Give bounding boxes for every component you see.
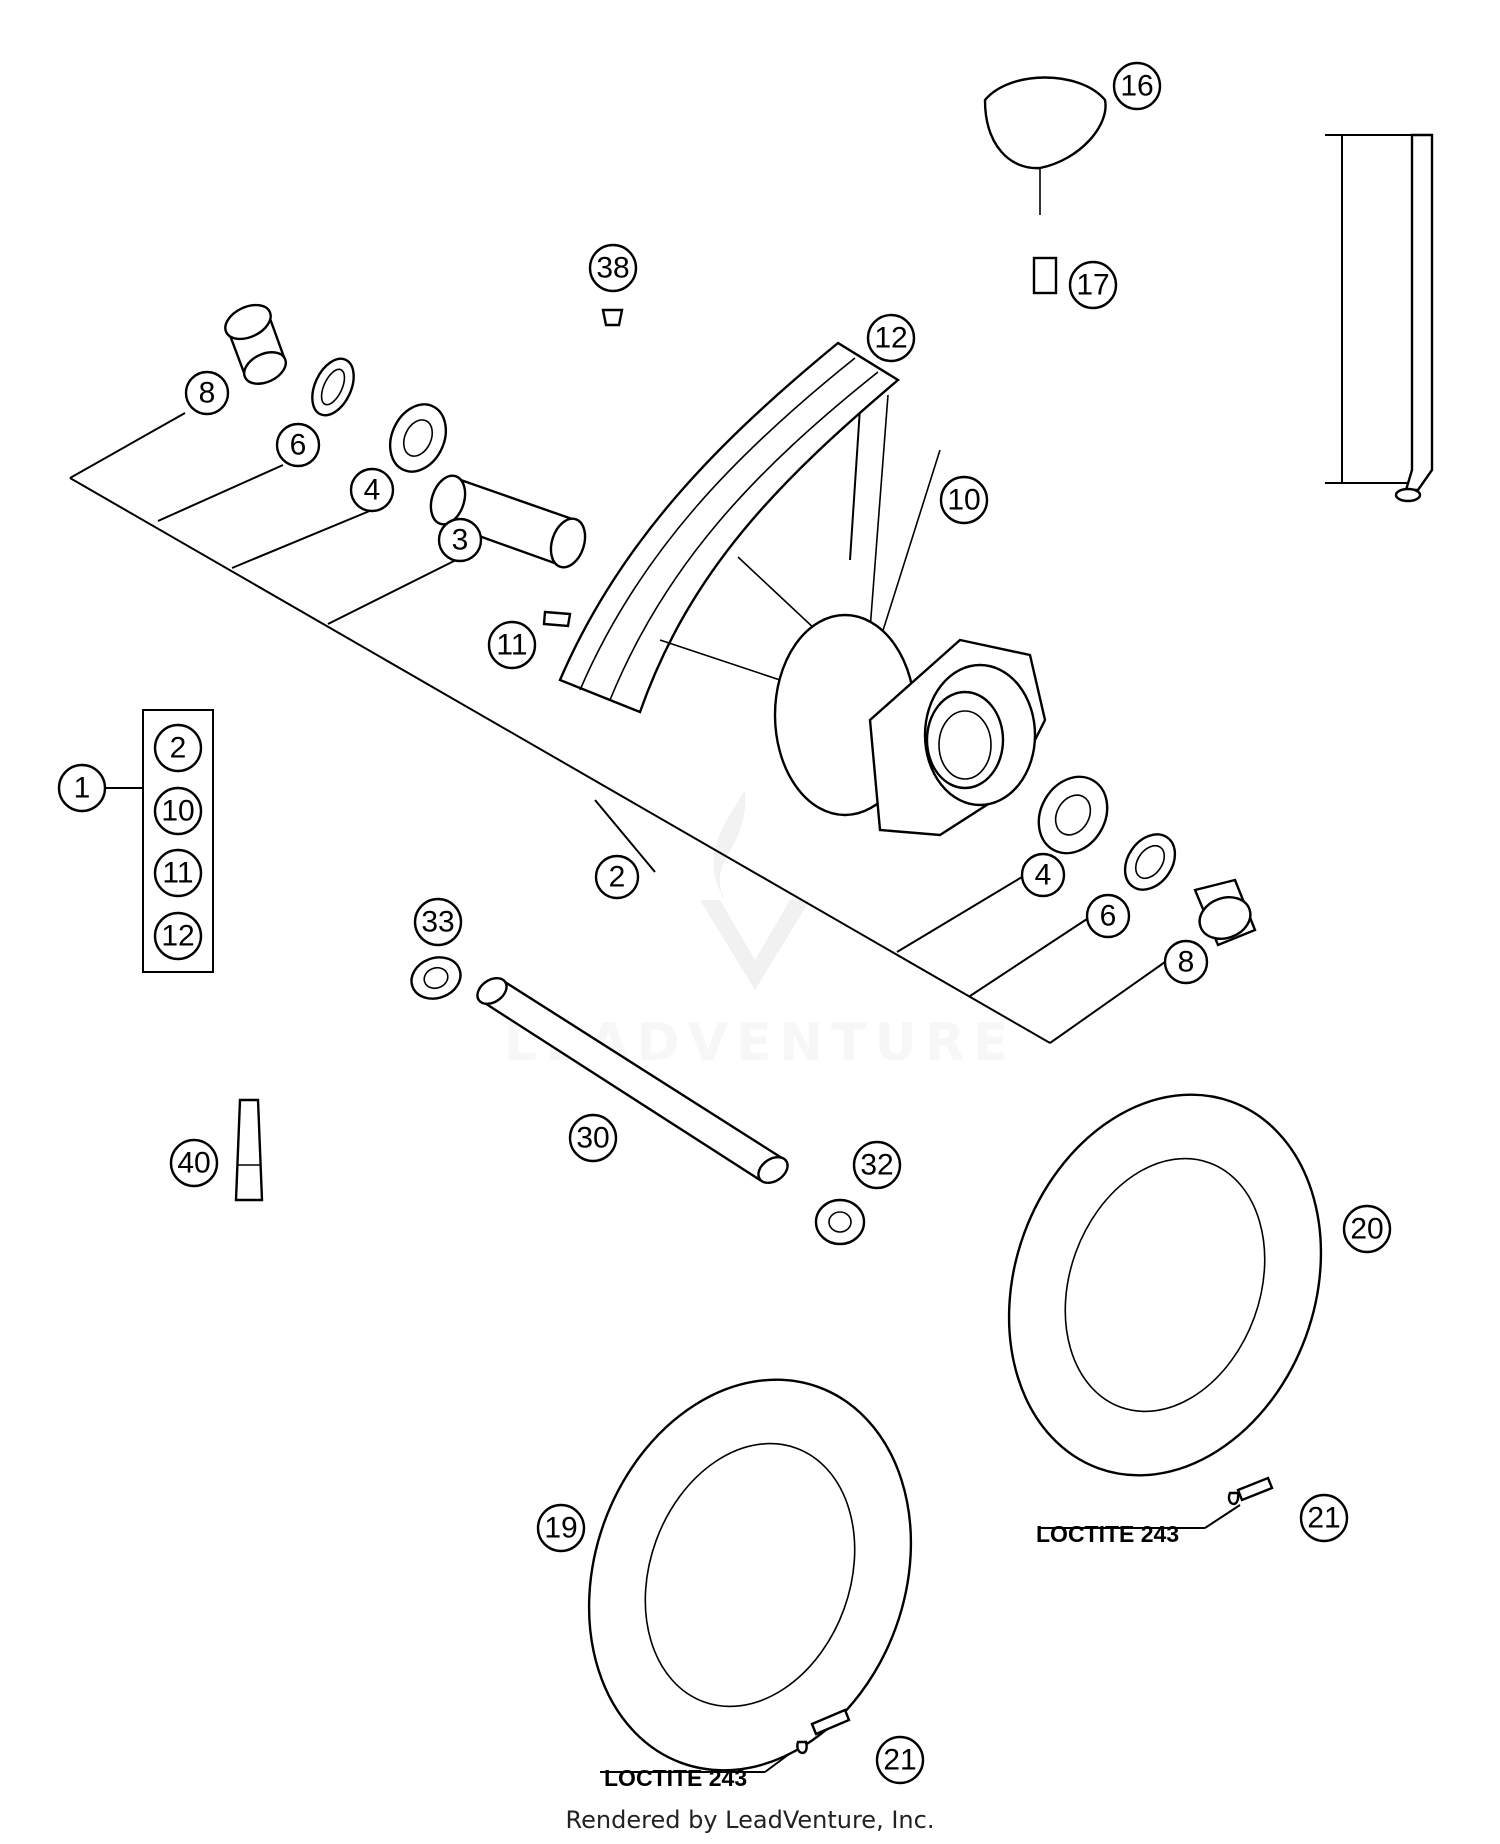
valve-tool xyxy=(234,1098,264,1202)
svg-text:2: 2 xyxy=(170,732,187,765)
svg-text:3: 3 xyxy=(452,524,469,557)
callout-33: 33 xyxy=(413,897,463,947)
bearing-right xyxy=(1037,775,1109,855)
svg-text:12: 12 xyxy=(874,322,907,355)
svg-text:2: 2 xyxy=(609,861,626,894)
brake-disc-upper xyxy=(1007,1093,1323,1477)
svg-text:40: 40 xyxy=(177,1147,210,1180)
loctite-note-upper: LOCTITE 243 xyxy=(1036,1521,1179,1547)
svg-text:38: 38 xyxy=(596,252,629,285)
hub xyxy=(773,613,1047,837)
svg-text:12: 12 xyxy=(161,920,194,953)
kit-callout-12: 12 xyxy=(153,911,203,961)
callout-8-right: 8 xyxy=(1163,939,1209,985)
callout-30: 30 xyxy=(568,1113,618,1163)
svg-text:30: 30 xyxy=(576,1122,609,1155)
footer-credit: Rendered by LeadVenture, Inc. xyxy=(565,1806,935,1834)
rim xyxy=(558,341,901,714)
callout-20: 20 xyxy=(1342,1204,1392,1254)
spoke-length-indicator xyxy=(1325,133,1434,503)
svg-text:4: 4 xyxy=(364,474,381,507)
callout-16: 16 xyxy=(1112,61,1162,111)
callout-17: 17 xyxy=(1068,260,1118,310)
callout-4-left: 4 xyxy=(349,467,395,513)
svg-text:21: 21 xyxy=(1307,1502,1340,1535)
callout-3: 3 xyxy=(437,517,483,563)
svg-text:11: 11 xyxy=(496,629,527,662)
axle-seal xyxy=(410,956,462,1000)
svg-text:1: 1 xyxy=(74,772,91,805)
svg-text:8: 8 xyxy=(199,377,216,410)
spoke-nipple xyxy=(542,610,572,628)
rim-nipple xyxy=(601,308,624,327)
callout-21-upper: 21 xyxy=(1299,1493,1349,1543)
callout-12: 12 xyxy=(866,313,916,363)
callout-21-lower: 21 xyxy=(875,1735,925,1785)
seal-left xyxy=(311,357,355,417)
kit-box xyxy=(105,709,214,973)
callout-2: 2 xyxy=(594,854,640,900)
svg-text:20: 20 xyxy=(1350,1213,1383,1246)
disc-screw-upper xyxy=(1227,1476,1274,1506)
callout-32: 32 xyxy=(852,1140,902,1190)
svg-text:11: 11 xyxy=(162,857,193,890)
svg-text:10: 10 xyxy=(947,484,980,517)
svg-text:33: 33 xyxy=(421,906,454,939)
callout-11: 11 xyxy=(487,620,537,670)
axle-nut xyxy=(814,1198,866,1246)
svg-text:16: 16 xyxy=(1120,70,1153,103)
leader-lines xyxy=(69,407,1241,1773)
svg-text:32: 32 xyxy=(860,1149,893,1182)
valve-nut xyxy=(1032,256,1058,295)
loctite-note-lower: LOCTITE 243 xyxy=(604,1765,747,1791)
svg-text:6: 6 xyxy=(1100,900,1117,933)
callout-40: 40 xyxy=(169,1138,219,1188)
svg-text:8: 8 xyxy=(1178,946,1195,979)
spacer-tube xyxy=(429,474,587,569)
seal-right xyxy=(1123,833,1177,891)
kit-callout-10: 10 xyxy=(153,786,203,836)
svg-text:6: 6 xyxy=(290,429,307,462)
kit-callout-11: 11 xyxy=(153,848,203,898)
svg-text:21: 21 xyxy=(883,1744,916,1777)
callout-6-right: 6 xyxy=(1085,893,1131,939)
spacer-right xyxy=(1193,878,1257,947)
callout-38: 38 xyxy=(588,243,638,293)
brake-disc-lower xyxy=(587,1378,913,1772)
svg-text:19: 19 xyxy=(544,1512,577,1545)
callout-1: 1 xyxy=(57,763,107,813)
bearing-left xyxy=(388,403,448,473)
callout-6-left: 6 xyxy=(275,422,321,468)
svg-text:4: 4 xyxy=(1035,859,1052,892)
callout-19: 19 xyxy=(536,1503,586,1553)
callout-4-right: 4 xyxy=(1020,852,1066,898)
svg-text:17: 17 xyxy=(1076,269,1109,302)
callout-10: 10 xyxy=(939,475,989,525)
axle xyxy=(476,976,789,1185)
disc-screw-lower xyxy=(796,1708,851,1755)
callout-8-left: 8 xyxy=(184,370,230,416)
svg-text:10: 10 xyxy=(161,795,194,828)
kit-callout-2: 2 xyxy=(153,723,203,773)
inner-tube xyxy=(983,76,1107,215)
spacer-left xyxy=(224,303,287,385)
